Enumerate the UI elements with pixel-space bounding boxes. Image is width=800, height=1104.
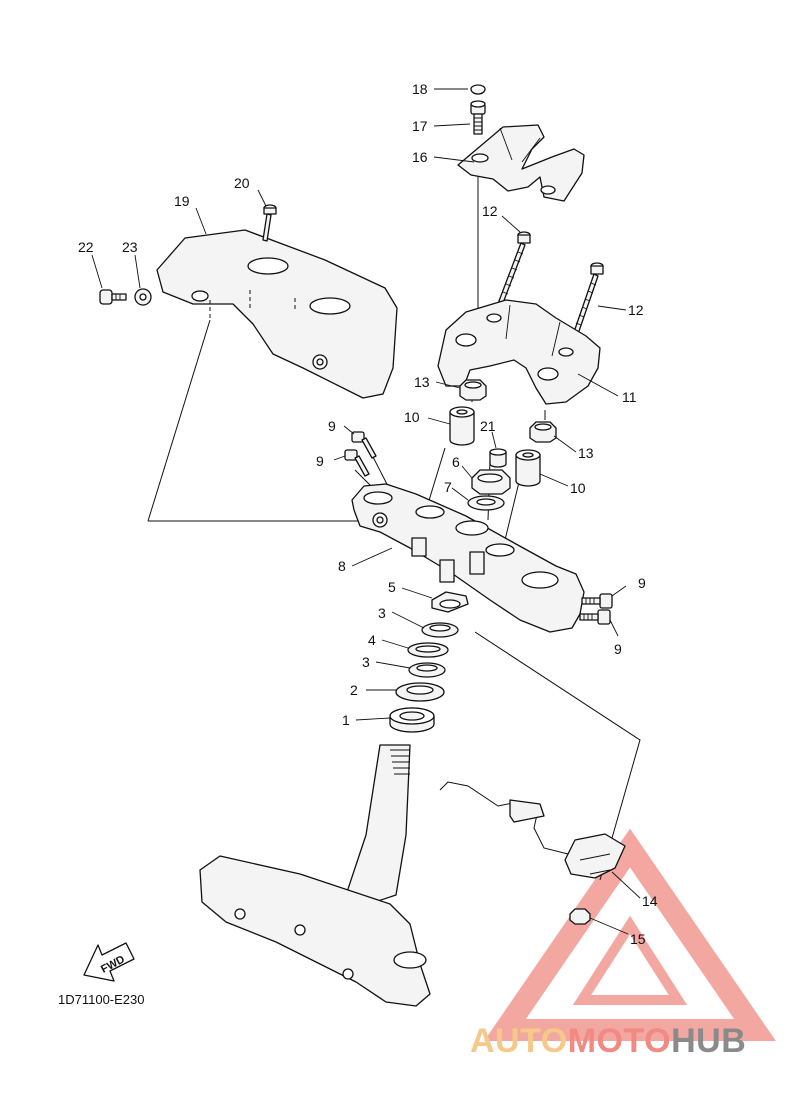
callout-21: 21 [480,418,496,434]
cap-18 [470,84,486,95]
callout-11: 11 [622,389,637,405]
callout-10-left: 10 [404,409,420,425]
callout-labels: 18 17 16 20 19 22 23 12 12 11 13 13 10 1… [78,81,658,947]
callout-12-right: 12 [628,302,644,318]
callout-5: 5 [388,579,396,595]
callout-13-right: 13 [578,445,594,461]
ring-nut-3-lower [408,662,446,678]
callout-3-upper: 3 [378,605,386,621]
bolt-17 [470,100,486,135]
callout-9-d: 9 [614,641,622,657]
collar-21 [489,448,507,468]
callout-23: 23 [122,239,138,255]
callout-20: 20 [234,175,250,191]
nut-6 [471,469,511,495]
leader-lines [91,88,641,935]
callout-16: 16 [412,149,428,165]
watermark-hub: HUB [671,1022,746,1060]
callout-8: 8 [338,558,346,574]
callout-9-b: 9 [316,453,324,469]
callout-15: 15 [630,931,646,947]
nut-13-right [529,421,557,443]
callout-6: 6 [452,454,460,470]
bolt-12-left [498,231,531,304]
washer-23 [134,288,152,306]
callout-2: 2 [350,682,358,698]
bolt-12-right [573,262,604,335]
nut-15 [569,908,591,925]
washer-7 [467,495,505,511]
diagram-code: 1D71100-E230 [58,992,145,1007]
callout-19: 19 [174,193,190,209]
watermark-moto: MOTO [568,1022,671,1060]
watermark-text: AUTOMOTOHUB [470,1022,746,1060]
callout-14: 14 [642,893,658,909]
bolt-9-c [581,593,613,609]
callout-4: 4 [368,632,376,648]
handlebar-holder-11 [437,299,601,405]
callout-22: 22 [78,239,94,255]
screw-20 [262,204,277,242]
bolt-22 [99,289,127,305]
cover-19 [156,229,398,399]
callout-3-lower: 3 [362,654,370,670]
callout-17: 17 [412,118,428,134]
nut-13-left [459,379,487,401]
callout-1: 1 [342,712,350,728]
callout-9-c: 9 [638,575,646,591]
damper-10-left [449,406,475,446]
bolt-9-d [579,609,611,625]
bolt-9-b [344,449,370,477]
watermark-logo [484,828,776,1041]
ring-5 [431,591,469,613]
ring-nut-3-upper [421,622,459,638]
watermark-auto: AUTO [470,1022,568,1060]
callout-12-upper: 12 [482,203,498,219]
callout-10-right: 10 [570,480,586,496]
upper-bracket-8 [351,483,585,633]
svg-text:AUTOMOTOHUB: AUTOMOTOHUB [470,1022,746,1060]
callout-18: 18 [412,81,428,97]
handlebar-clamp-16 [457,124,585,202]
bolt-9-a [351,431,377,459]
callout-9-a: 9 [328,418,336,434]
washer-4 [407,642,449,658]
steering-stem [199,744,431,1007]
fwd-arrow-icon: FWD [83,942,135,982]
callout-7: 7 [444,479,452,495]
bearing-cover-2 [395,682,445,702]
callout-13-left: 13 [414,374,430,390]
cable-guide-14 [439,781,626,879]
damper-10-right [515,449,541,487]
bearing-1 [389,707,435,733]
